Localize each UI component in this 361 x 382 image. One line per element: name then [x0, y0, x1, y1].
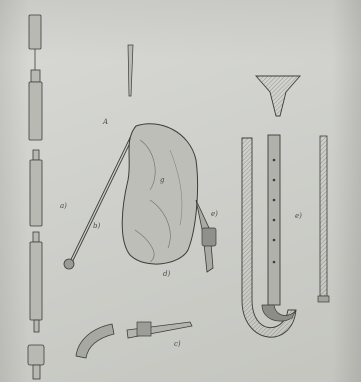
pipe-segment-top	[29, 15, 41, 49]
bag	[122, 124, 197, 264]
label-d: d)	[163, 270, 170, 278]
pipe-bell	[28, 345, 44, 365]
label-a: a)	[60, 202, 67, 210]
pipe-end	[33, 365, 40, 379]
drone-thin	[318, 136, 329, 302]
label-b: b)	[93, 222, 100, 230]
bell-funnel	[256, 76, 300, 116]
label-A: A	[102, 118, 108, 126]
label-e-left: e)	[211, 210, 218, 218]
pipe-tip	[34, 320, 39, 332]
pipe-tenon-2	[33, 232, 39, 242]
label-e-right: e)	[295, 212, 302, 220]
pipe-segment-middle	[30, 160, 42, 226]
pipe-segment-upper	[29, 82, 42, 140]
pipe-parts-column	[28, 15, 44, 379]
pipe-joint	[31, 70, 40, 82]
reed-piece	[128, 45, 133, 96]
label-c: c)	[174, 340, 181, 348]
pipe-tenon	[33, 150, 39, 160]
label-g: g	[160, 176, 165, 184]
drone-large	[242, 135, 296, 337]
pipe-segment-lower	[30, 242, 42, 320]
